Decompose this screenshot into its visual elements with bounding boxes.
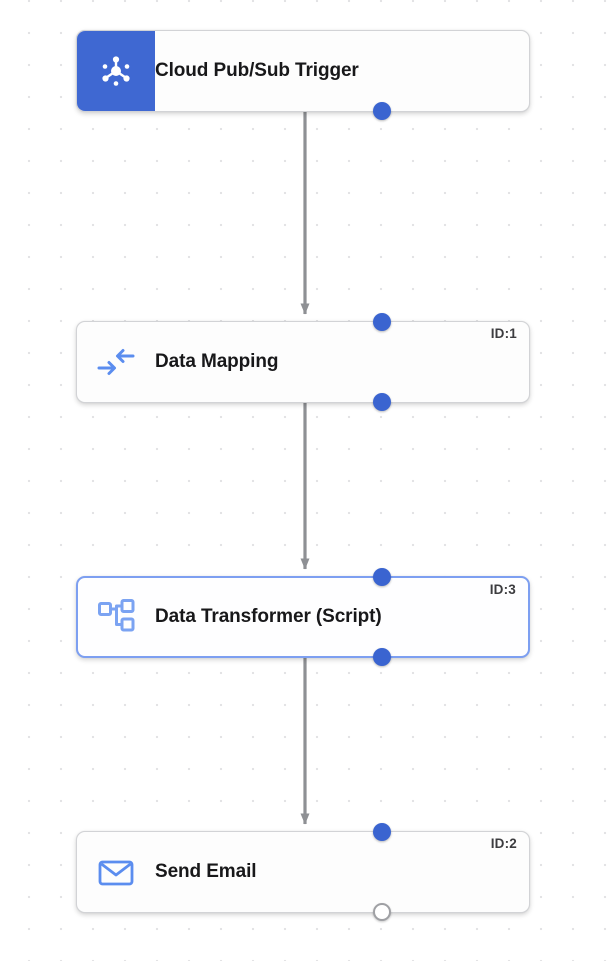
node-send-email[interactable]: Send Email ID:2 — [76, 823, 530, 921]
node-title: Cloud Pub/Sub Trigger — [155, 60, 359, 81]
node-handle-top[interactable] — [373, 568, 391, 586]
envelope-icon — [77, 832, 155, 912]
node-id-badge: ID:3 — [489, 582, 516, 597]
data-mapping-arrows-icon — [77, 322, 155, 402]
node-cloud-pubsub-trigger[interactable]: Cloud Pub/Sub Trigger — [76, 30, 530, 120]
node-handle-bottom[interactable] — [373, 393, 391, 411]
node-handle-bottom[interactable] — [373, 903, 391, 921]
node-data-mapping[interactable]: Data Mapping ID:1 — [76, 313, 530, 411]
node-handle-bottom[interactable] — [373, 648, 391, 666]
node-data-transformer-script[interactable]: Data Transformer (Script) ID:3 — [76, 568, 530, 666]
node-title: Data Mapping — [155, 351, 279, 372]
node-title: Send Email — [155, 861, 257, 882]
node-handle-top[interactable] — [373, 313, 391, 331]
node-id-badge: ID:1 — [490, 326, 517, 341]
node-body: Send Email ID:2 — [155, 832, 529, 912]
node-body: Data Mapping ID:1 — [155, 322, 529, 402]
account-tree-icon — [78, 578, 156, 656]
node-handle-bottom[interactable] — [373, 102, 391, 120]
node-body: Data Transformer (Script) ID:3 — [155, 578, 528, 656]
node-title: Data Transformer (Script) — [155, 606, 382, 627]
node-id-badge: ID:2 — [490, 836, 517, 851]
node-body: Cloud Pub/Sub Trigger — [155, 31, 529, 111]
pubsub-hub-icon — [77, 31, 155, 111]
node-handle-top[interactable] — [373, 823, 391, 841]
